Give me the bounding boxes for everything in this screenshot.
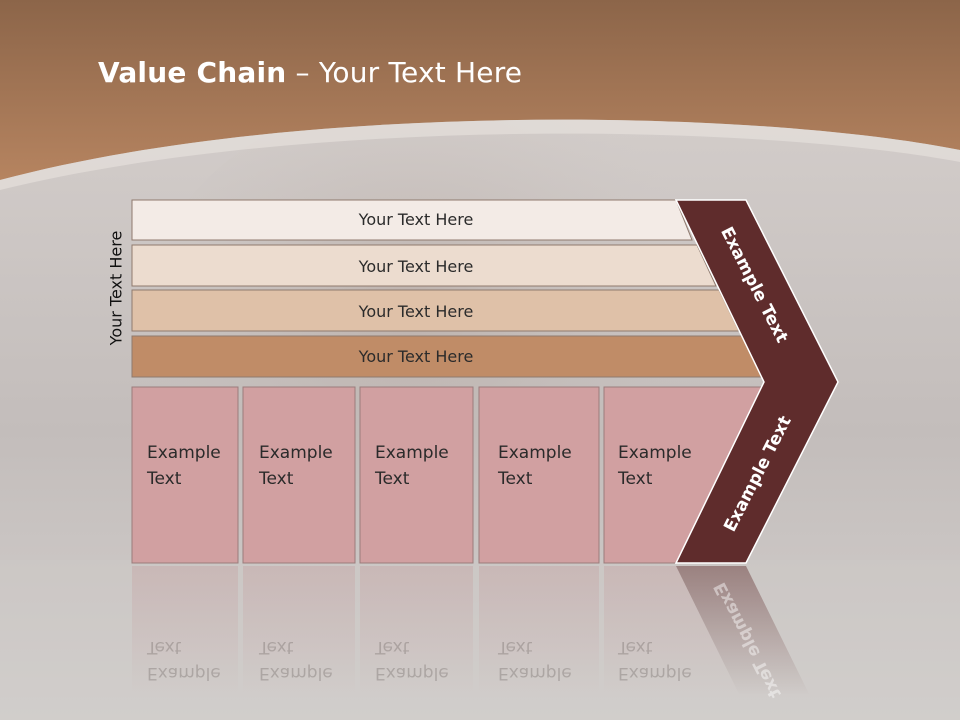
- row-label-2: Your Text Here: [358, 256, 474, 276]
- cell-box-1: [131, 386, 239, 564]
- row-label-4: Your Text Here: [358, 346, 474, 366]
- cell-box-4: [478, 386, 600, 564]
- cell-box-3: [359, 386, 474, 564]
- page-title: Value Chain – Your Text Here: [98, 56, 523, 89]
- row-bar-1: [131, 199, 693, 241]
- cell-box-2: [242, 386, 356, 564]
- row-bar-2: [131, 244, 717, 287]
- row-label-3: Your Text Here: [358, 301, 474, 321]
- row-label-1: Your Text Here: [358, 209, 474, 229]
- chevron-arrow: [674, 199, 839, 564]
